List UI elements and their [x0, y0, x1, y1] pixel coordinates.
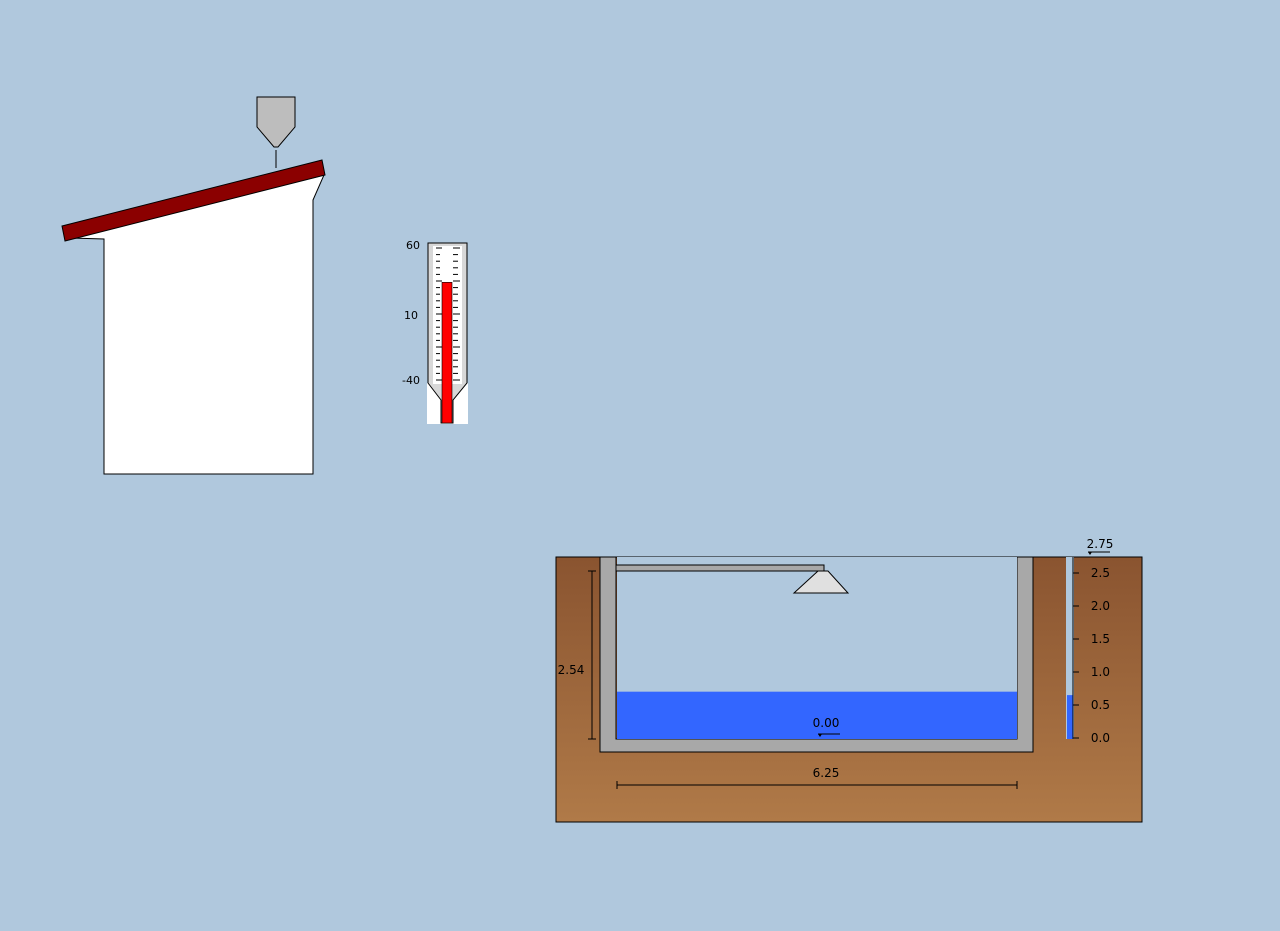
- gauge-tick-label: 0.5: [1091, 698, 1110, 712]
- thermometer-label-mid: 10: [404, 309, 418, 322]
- gauge-ticks: 2.5 2.0 1.5 1.0 0.5 0.0: [1073, 566, 1110, 745]
- sprinkler-icon: [792, 570, 850, 594]
- funnel-sensor-icon: [256, 96, 296, 148]
- tank-water: [617, 691, 1017, 739]
- house: [61, 96, 326, 475]
- thermometer-ticks: [436, 247, 460, 381]
- tank-system: 2.54 6.25 0.00: [555, 556, 1143, 823]
- thermometer-label-max: 60: [406, 239, 420, 252]
- water-level-marker-arrow: [818, 734, 822, 737]
- gauge-fill: [1067, 695, 1073, 739]
- gauge-top-marker-arrow: [1088, 552, 1092, 555]
- level-gauge: 2.5 2.0 1.5 1.0 0.5 0.0 2.75: [1066, 537, 1113, 745]
- water-level-label: 0.00: [813, 716, 840, 730]
- pipe: [615, 564, 825, 572]
- gauge-top-value: 2.75: [1087, 537, 1114, 551]
- gauge-tick-label: 2.5: [1091, 566, 1110, 580]
- gauge-tick-label: 1.5: [1091, 632, 1110, 646]
- gauge-tick-label: 2.0: [1091, 599, 1110, 613]
- thermometer-label-min: -40: [402, 374, 420, 387]
- gauge-tick-label: 1.0: [1091, 665, 1110, 679]
- roof: [61, 159, 326, 242]
- width-label: 6.25: [813, 766, 840, 780]
- thermometer: 60 10 -40: [402, 239, 468, 424]
- gauge-tube: [1066, 557, 1074, 739]
- gauge-tick-label: 0.0: [1091, 731, 1110, 745]
- thermometer-mercury: [441, 282, 453, 424]
- height-label: 2.54: [558, 663, 585, 677]
